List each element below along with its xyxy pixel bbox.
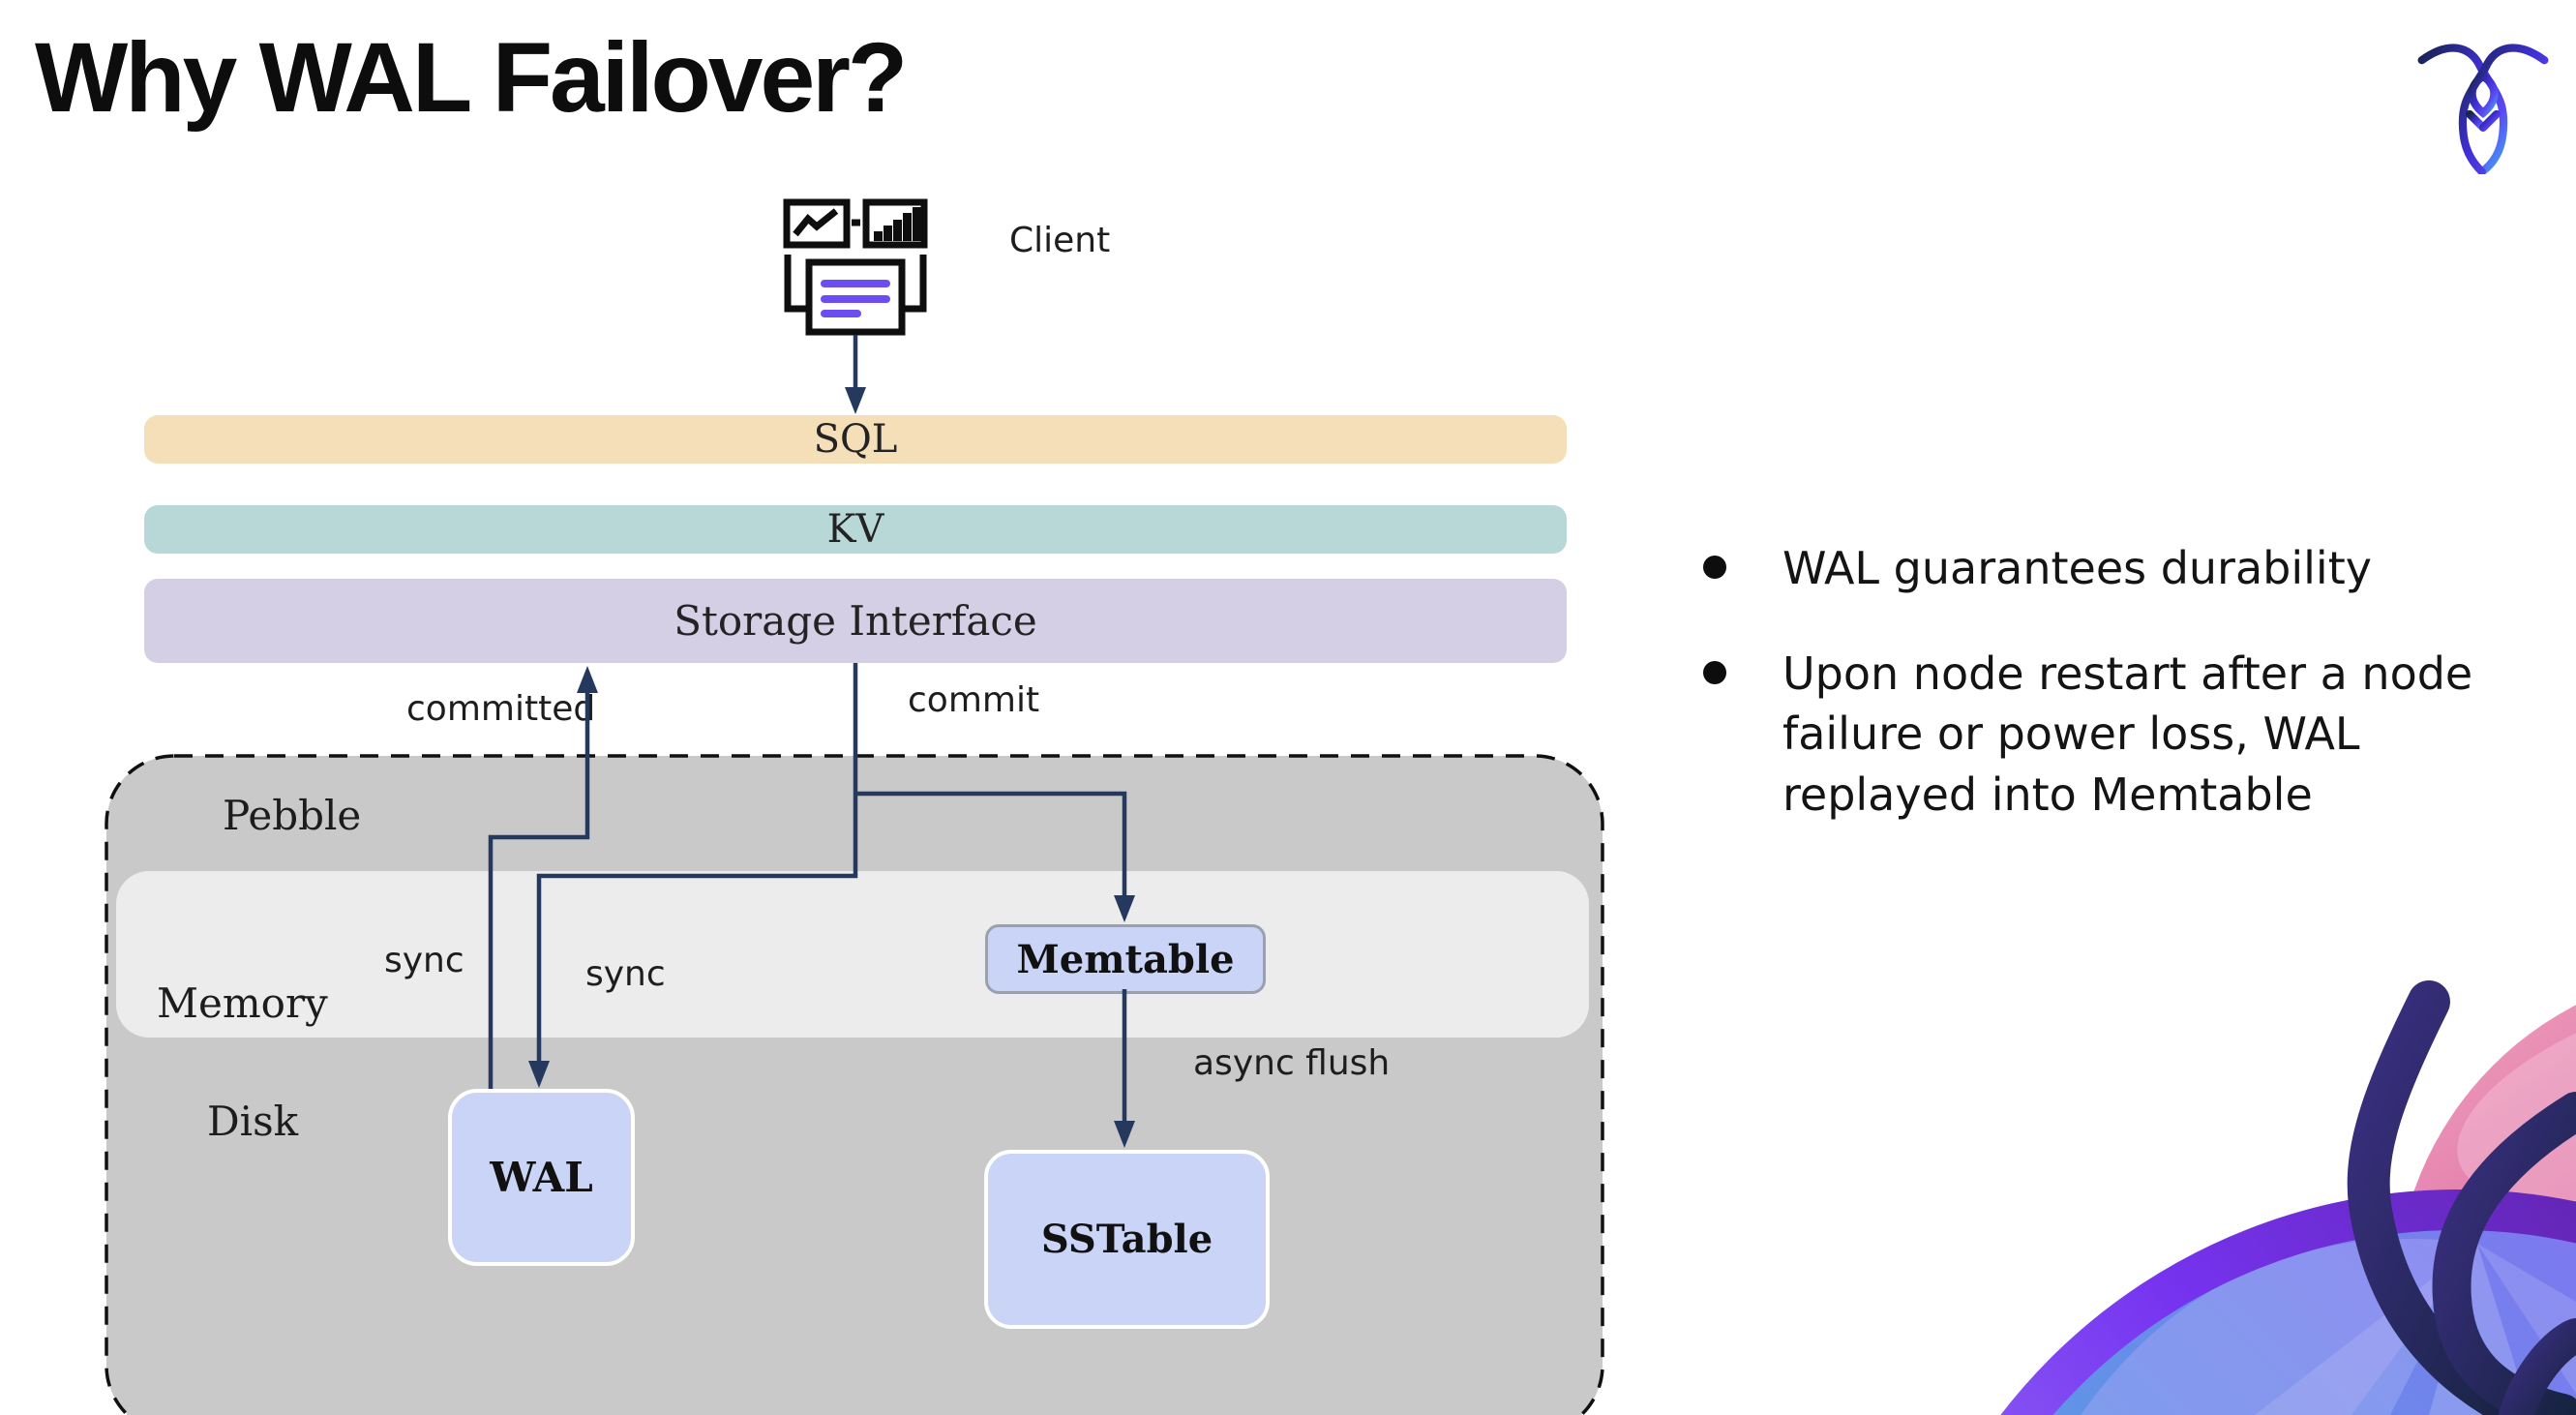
layer-storage-interface-label: Storage Interface xyxy=(674,597,1037,645)
layer-storage-interface: Storage Interface xyxy=(144,579,1567,663)
disk-label: Disk xyxy=(207,1098,299,1145)
layer-sql: SQL xyxy=(144,415,1567,464)
layer-kv-label: KV xyxy=(826,507,884,552)
list-item: Upon node restart after a node failure o… xyxy=(1703,644,2555,826)
cockroachdb-logo-icon xyxy=(2417,44,2549,174)
pebble-container xyxy=(106,756,1603,1415)
sync-right-edge-label: sync xyxy=(585,954,666,994)
sync-left-edge-label: sync xyxy=(384,941,464,980)
layer-sql-label: SQL xyxy=(813,417,898,462)
bullet-icon xyxy=(1703,660,1726,684)
client-icon xyxy=(783,198,928,336)
memtable-box: Memtable xyxy=(985,924,1266,994)
wal-box: WAL xyxy=(448,1089,635,1266)
bullet-icon xyxy=(1703,556,1726,579)
client-label: Client xyxy=(1009,221,1111,260)
wal-box-label: WAL xyxy=(490,1154,593,1201)
bullet-text: Upon node restart after a node failure o… xyxy=(1782,647,2473,821)
memory-label: Memory xyxy=(157,979,328,1027)
commit-edge-label: commit xyxy=(908,680,1040,720)
sstable-box: SSTable xyxy=(984,1150,1270,1329)
async-flush-edge-label: async flush xyxy=(1193,1043,1391,1083)
edge-client-sql xyxy=(845,335,866,414)
memory-band xyxy=(116,871,1589,1038)
bullet-text: WAL guarantees durability xyxy=(1782,542,2372,594)
memtable-box-label: Memtable xyxy=(1016,936,1235,982)
bullet-list: WAL guarantees durability Upon node rest… xyxy=(1703,538,2555,869)
layer-kv: KV xyxy=(144,505,1567,554)
committed-edge-label: committed xyxy=(406,689,596,729)
pebble-label: Pebble xyxy=(223,792,362,839)
page-title: Why WAL Failover? xyxy=(35,22,908,133)
list-item: WAL guarantees durability xyxy=(1703,538,2555,599)
brand-art-graphic xyxy=(2000,980,2576,1415)
sstable-box-label: SSTable xyxy=(1040,1217,1213,1262)
